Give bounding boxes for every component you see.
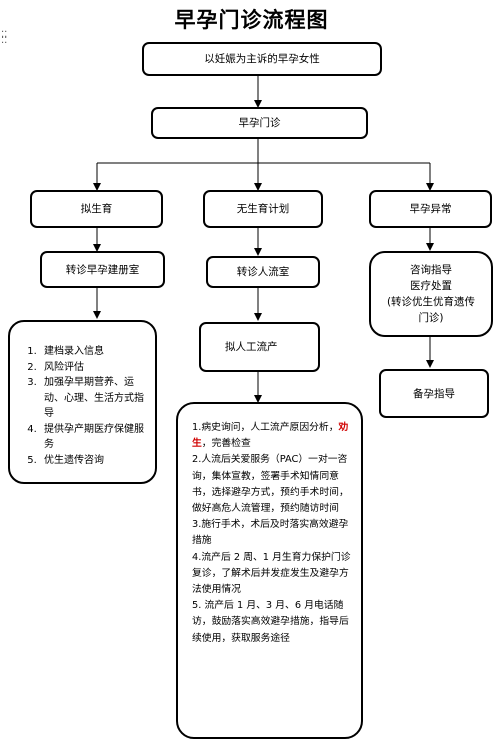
drag-handle-icon[interactable]: ⁚⁚⁚⁚ (1, 30, 8, 46)
detail-step-1-text: 1.病史询问，人工流产原因分析， (192, 422, 339, 433)
clinic-box: 早孕门诊 (151, 107, 368, 139)
detail-step-4: 4.流产后 2 周、1 月生育力保护门诊复诊，了解术后并发症发生及避孕方法使用情… (192, 551, 351, 596)
c-next-line: 门诊) (418, 312, 444, 324)
detail-step-1: 1.病史询问，人工流产原因分析，劝生，完善检查 (192, 420, 353, 452)
b-next2-label: 拟人工流产 (225, 341, 278, 353)
page-title: 早孕门诊流程图 (174, 7, 329, 32)
a-next-label: 转诊早孕建册室 (65, 263, 140, 276)
branch-b-box: 无生育计划 (203, 190, 323, 228)
c-next-line: 医疗处置 (410, 280, 452, 292)
a-list-box: 建档录入信息 风险评估 加强孕早期营养、运动、心理、生活方式指导 提供孕产期医疗… (8, 320, 157, 484)
detail-step-2: 2.人流后关爱服务（PAC）一对一咨询，集体宣教，签署手术知情同意书，选择避孕方… (192, 454, 349, 515)
a-list: 建档录入信息 风险评估 加强孕早期营养、运动、心理、生活方式指导 提供孕产期医疗… (10, 344, 147, 468)
detail-step-5: 5. 流产后 1 月、3 月、6 月电话随访，鼓励落实高效避孕措施，指导后续使用… (192, 600, 349, 644)
c-next-box: 咨询指导 医疗处置 (转诊优生优育遗传 门诊) (369, 251, 493, 337)
b-next-label: 转诊人流室 (236, 266, 290, 278)
b-detail-box: 1.病史询问，人工流产原因分析，劝生，完善检查 2.人流后关爱服务（PAC）一对… (176, 402, 363, 739)
a-list-item: 提供孕产期医疗保健服务 (40, 422, 147, 453)
a-list-item: 加强孕早期营养、运动、心理、生活方式指导 (40, 375, 147, 422)
c-next-line: 咨询指导 (410, 264, 452, 276)
b-next2-box: 拟人工流产 (199, 322, 320, 372)
detail-step-3: 3.施行手术，术后及时落实高效避孕措施 (192, 519, 349, 547)
c-next2-box: 备孕指导 (379, 369, 489, 418)
start-box-label: 以妊娠为主诉的早孕女性 (204, 53, 320, 65)
a-list-item: 风险评估 (40, 360, 147, 376)
c-next2-label: 备孕指导 (413, 387, 455, 400)
branch-a-box: 拟生育 (30, 190, 163, 228)
detail-step-1-highlight: 劝生 (192, 422, 349, 450)
branch-b-label: 无生育计划 (236, 203, 290, 215)
clinic-box-label: 早孕门诊 (238, 117, 281, 129)
branch-c-box: 早孕异常 (369, 190, 492, 228)
b-next-box: 转诊人流室 (206, 256, 320, 288)
detail-step-1-tail: ，完善检查 (201, 438, 251, 450)
a-list-item: 建档录入信息 (40, 344, 147, 360)
a-next-box: 转诊早孕建册室 (40, 251, 165, 288)
start-box: 以妊娠为主诉的早孕女性 (142, 42, 382, 76)
c-next-line: (转诊优生优育遗传 (386, 296, 476, 308)
branch-c-label: 早孕异常 (409, 203, 452, 215)
a-list-item: 优生遗传咨询 (40, 453, 147, 469)
branch-a-label: 拟生育 (80, 203, 113, 215)
